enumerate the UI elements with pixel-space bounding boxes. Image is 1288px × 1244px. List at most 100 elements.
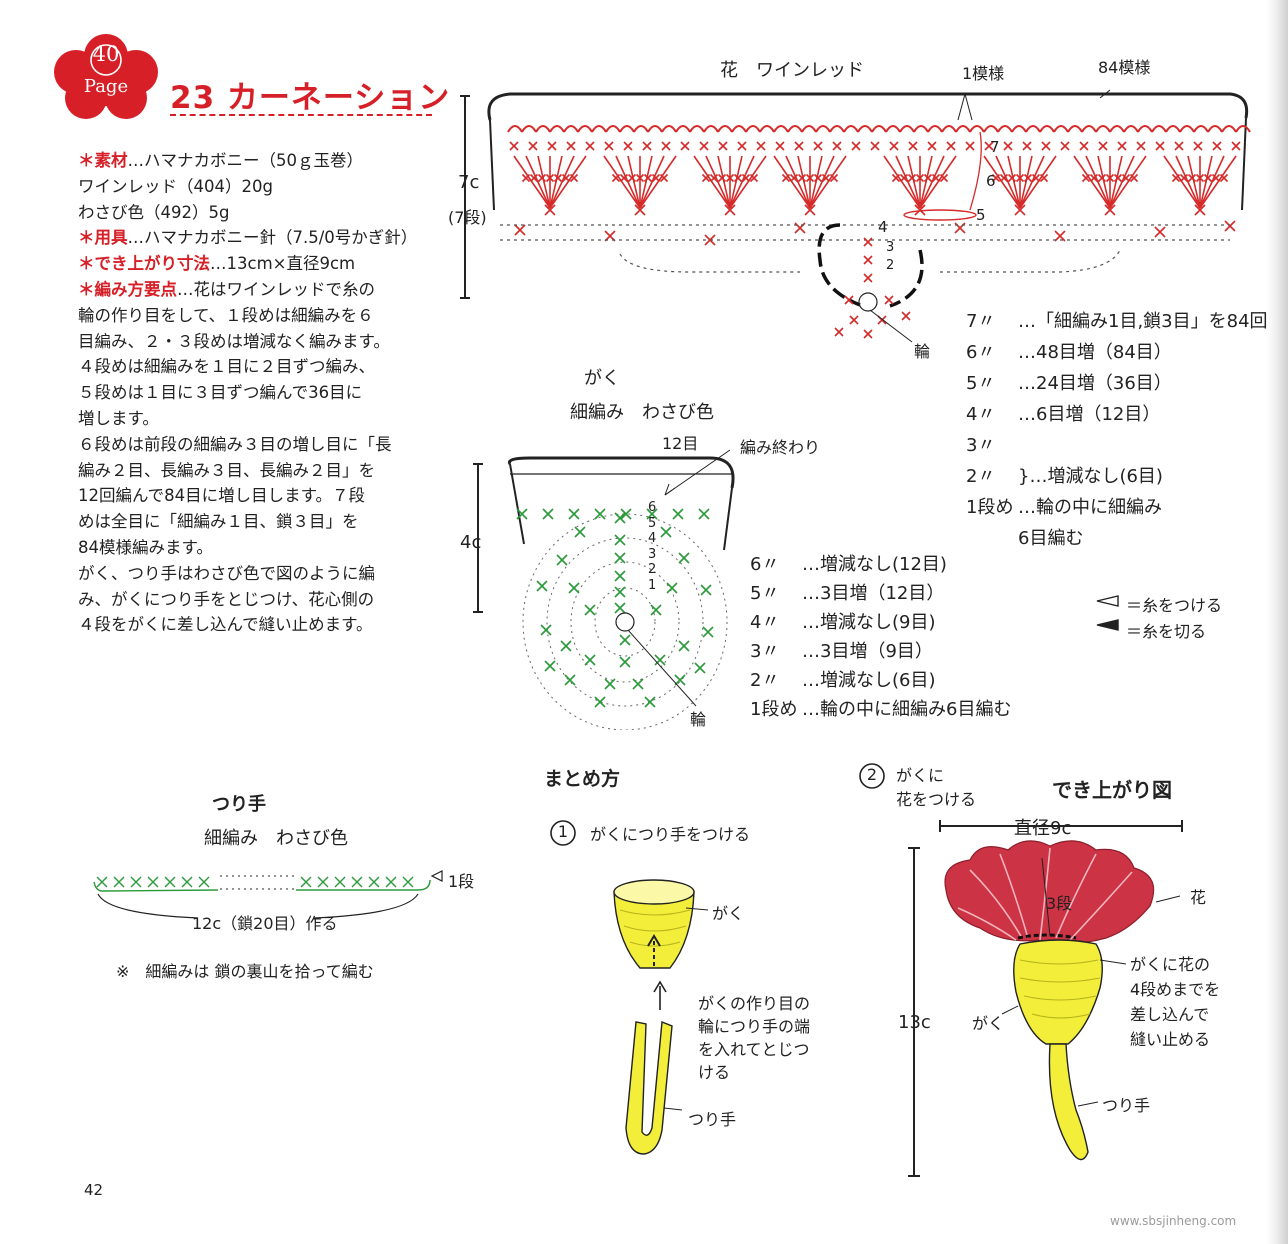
- row-entry: 7〃…「細編み1目,鎖3目」を84回: [966, 306, 1268, 337]
- chain-loop-mark: [956, 126, 970, 132]
- row-description: …輪の中に細編み6目編む: [802, 699, 1011, 720]
- stitch-line: [1200, 156, 1224, 208]
- stitch-mark: [679, 641, 689, 651]
- stitch-mark: [719, 142, 727, 150]
- text-line: がくに花の: [1130, 952, 1220, 977]
- chain-loop-mark: [1138, 126, 1152, 132]
- stitch-mark: [585, 605, 595, 615]
- instruction-line: 12回編んで84目に増し目します。７段: [78, 483, 450, 509]
- stitch-line: [996, 156, 1020, 208]
- chain-loop-mark: [1124, 126, 1138, 132]
- badge-page-label: Page: [70, 76, 142, 97]
- text-line: 花をつける: [896, 788, 976, 812]
- stitch-line: [550, 156, 574, 208]
- instruction-line: ＊でき上がり寸法…13cm×直径9cm: [78, 251, 450, 277]
- chain-loop-mark: [648, 126, 662, 132]
- instruction-heading: ＊用具: [78, 228, 128, 247]
- instruction-text: …花はワインレッドで糸の: [177, 280, 375, 299]
- stitch-mark: [114, 877, 124, 887]
- row-description: …48目増（84目）: [1018, 342, 1172, 363]
- stitch-mark: [633, 679, 643, 689]
- stitch-mark: [165, 877, 175, 887]
- instruction-line: ５段めは１目に３目ずつ編んで36目に: [78, 380, 450, 406]
- finished-calyx-label: がく: [972, 1010, 1004, 1034]
- step1-number: 1: [549, 822, 577, 841]
- instruction-line: ＊素材…ハマナカボニー（50ｇ玉巻）: [78, 148, 450, 174]
- chain-loop-mark: [900, 126, 914, 132]
- chain-loop-mark: [718, 126, 732, 132]
- stitch-mark: [605, 142, 613, 150]
- stitch-mark: [515, 225, 525, 235]
- stitch-line: [920, 156, 944, 208]
- text-line: 差し込んで: [1130, 1002, 1220, 1027]
- chain-loop-mark: [1068, 126, 1082, 132]
- row-number: 3〃: [750, 637, 802, 666]
- stitch-mark: [569, 583, 579, 593]
- text-line: 輪につり手の端: [698, 1015, 810, 1038]
- chain-loop-mark: [508, 126, 522, 132]
- chain-loop-mark: [676, 126, 690, 132]
- instruction-text: ６段めは前段の細編み３目の増し目に「長: [78, 435, 392, 454]
- stitch-mark: [661, 527, 671, 537]
- stitch-mark: [545, 661, 555, 671]
- step1-note: がくの作り目の輪につり手の端を入れてとじつける: [698, 992, 810, 1084]
- flower-row-num-4: 4: [878, 218, 888, 236]
- stitch-line: [1110, 156, 1134, 208]
- text-line: ける: [698, 1061, 810, 1084]
- finished-hanger-label: つり手: [1102, 1092, 1150, 1116]
- stitch-mark: [679, 553, 689, 563]
- chain-loop-mark: [746, 126, 760, 132]
- instruction-text: 増します。: [78, 409, 159, 428]
- stitch-mark: [645, 697, 655, 707]
- instruction-text: み、がくにつり手をとじつけ、花心側の: [78, 590, 374, 609]
- stitch-mark: [757, 142, 765, 150]
- step1-label: がくにつり手をつける: [590, 821, 750, 845]
- chain-loop-mark: [788, 126, 802, 132]
- stitch-mark: [97, 877, 107, 887]
- hanger-title: つり手: [212, 790, 266, 816]
- cut-yarn-icon: [1097, 620, 1118, 630]
- instruction-heading: ＊でき上がり寸法: [78, 254, 210, 273]
- chain-loop-mark: [1236, 126, 1250, 132]
- chain-loop-mark: [564, 126, 578, 132]
- row-entry: 3〃: [966, 430, 1268, 461]
- stitch-mark: [1156, 142, 1164, 150]
- chain-loop-mark: [1152, 126, 1166, 132]
- row-number: 5〃: [750, 579, 802, 608]
- stitch-mark: [595, 697, 605, 707]
- chain-loop-mark: [774, 126, 788, 132]
- text-line: を入れてとじつ: [698, 1038, 810, 1061]
- stitch-line: [616, 156, 640, 208]
- chain-loop-mark: [816, 126, 830, 132]
- row-entry: 6〃…48目増（84目）: [966, 337, 1268, 368]
- stitch-mark: [1042, 142, 1050, 150]
- stitch-mark: [369, 877, 379, 887]
- chain-loop-mark: [578, 126, 592, 132]
- chain-loop-mark: [1096, 126, 1110, 132]
- instruction-text: ４段をがくに差し込んで縫い止めます。: [78, 615, 373, 634]
- chain-loop-mark: [550, 126, 564, 132]
- chain-loop-mark: [1026, 126, 1040, 132]
- stitch-mark: [352, 877, 362, 887]
- calyx-row-number: 3: [648, 547, 656, 563]
- stitch-mark: [667, 583, 677, 593]
- stitch-mark: [615, 571, 625, 581]
- chain-loop-mark: [802, 126, 816, 132]
- page-number: 42: [84, 1181, 103, 1199]
- stitch-mark: [199, 877, 209, 887]
- chain-loop-mark: [732, 126, 746, 132]
- flower-row-num-2: 2: [886, 258, 894, 273]
- stitch-line: [810, 156, 834, 208]
- calyx-end-label: 編み終わり: [740, 434, 820, 458]
- stitch-mark: [620, 635, 630, 645]
- instruction-line: 増します。: [78, 406, 450, 432]
- instruction-heading: ＊編み方要点: [78, 280, 177, 299]
- stitch-line: [526, 156, 550, 208]
- stitch-mark: [548, 142, 556, 150]
- instruction-line: 編み２目、長編み３目、長編み２目」を: [78, 458, 450, 484]
- calyx-chart-diagram: [470, 440, 750, 730]
- instruction-line: がく、つり手はわさび色で図のように編: [78, 561, 450, 587]
- flower-ring-label: 輪: [914, 338, 930, 362]
- stitch-mark: [651, 605, 661, 615]
- finished-height-label: 13c: [898, 1012, 931, 1033]
